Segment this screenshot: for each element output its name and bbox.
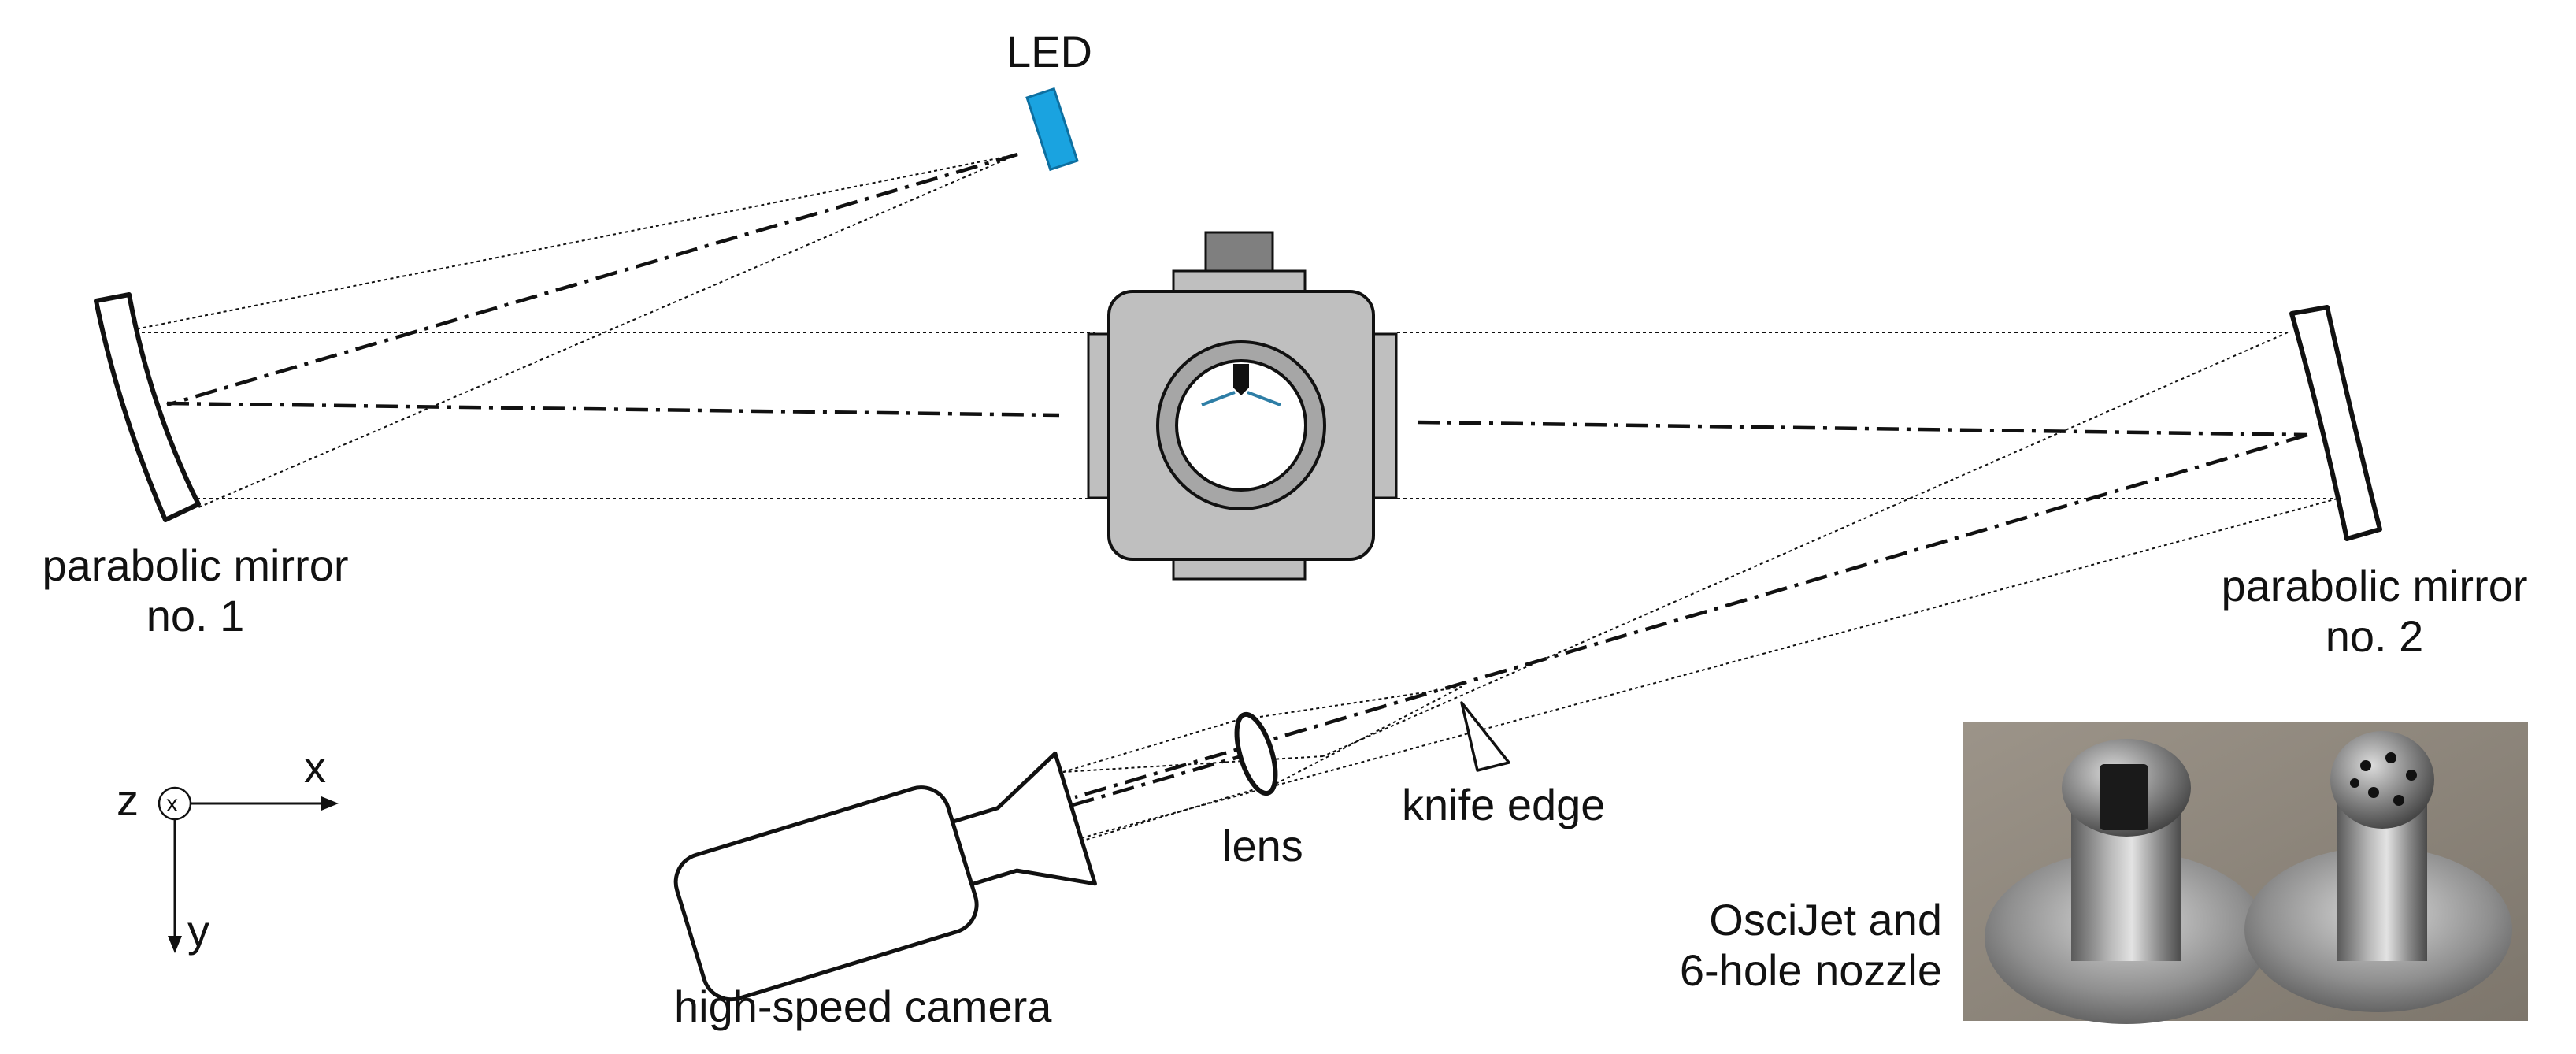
nozzle-photo xyxy=(1963,722,2528,1024)
camera-label: high-speed camera xyxy=(674,982,1052,1031)
nozzle-hole xyxy=(2350,778,2359,788)
axis-z-label: z xyxy=(117,775,139,825)
nozzle-tip xyxy=(1233,364,1249,395)
camera-body xyxy=(673,785,979,1002)
chamber-window xyxy=(1175,359,1307,492)
mirror-2-label: parabolic mirror no. 2 xyxy=(2189,561,2559,662)
knife-edge-triangle xyxy=(1460,701,1510,772)
mirror-1-label-line2: no. 1 xyxy=(146,591,245,641)
parabolic-mirror-2 xyxy=(2289,305,2382,541)
focus-ray-upper xyxy=(1322,332,2289,757)
test-chamber xyxy=(1087,231,1398,581)
light-paths xyxy=(135,152,2338,844)
camera-ray-upper xyxy=(1062,718,1244,773)
beam-axis-left xyxy=(166,401,1060,418)
oscijet-slot xyxy=(2100,764,2148,830)
coordinate-axes xyxy=(158,786,339,953)
focus-ray-center xyxy=(1074,432,2308,800)
mirror-2-shape xyxy=(2289,305,2382,541)
led-source xyxy=(1025,87,1079,172)
led-ray-center xyxy=(166,152,1018,407)
axis-x-arrow xyxy=(321,796,339,811)
led-body xyxy=(1025,87,1079,172)
nozzle-hole xyxy=(2406,770,2417,781)
camera-objective xyxy=(951,751,1097,887)
jet-left xyxy=(1201,391,1236,406)
axis-z-symbol: x xyxy=(166,791,178,817)
photo-caption: OsciJet and 6-hole nozzle xyxy=(1607,895,1942,996)
lens-label: lens xyxy=(1222,821,1303,870)
nozzle-hole xyxy=(2385,752,2396,763)
nozzle-hole xyxy=(2360,760,2371,771)
mirror-1-label: parabolic mirror no. 1 xyxy=(14,540,376,642)
lens-to-focus-upper xyxy=(1259,686,1462,718)
six-hole-head xyxy=(2330,731,2434,829)
photo-caption-line1: OsciJet and xyxy=(1709,895,1942,945)
axis-x-label: x xyxy=(304,742,326,792)
chamber-right-window xyxy=(1371,332,1398,499)
nozzle-hole xyxy=(2393,795,2404,806)
knife-edge-label: knife edge xyxy=(1402,780,1606,829)
mirror-1-label-line1: parabolic mirror xyxy=(42,540,349,590)
mirror-2-label-line2: no. 2 xyxy=(2325,611,2424,662)
beam-axis-right xyxy=(1417,420,2308,437)
axis-y-label: y xyxy=(187,906,209,956)
jet-right xyxy=(1247,391,1281,406)
led-ray-upper xyxy=(135,154,1018,330)
knife-edge xyxy=(1460,701,1510,772)
camera-ray-center xyxy=(1072,751,1253,807)
nozzle-hole xyxy=(2368,787,2379,798)
parabolic-mirror-1 xyxy=(94,292,201,522)
focus-ray-upper-ext xyxy=(1062,755,1324,773)
chamber-top-flange xyxy=(1204,231,1274,275)
led-ray-lower xyxy=(196,154,1018,509)
mirror-1-shape xyxy=(94,292,201,522)
camera-assembly xyxy=(673,686,1462,1002)
axis-y-arrow xyxy=(168,936,182,953)
photo-caption-line2: 6-hole nozzle xyxy=(1679,945,1942,996)
mirror-2-label-line1: parabolic mirror xyxy=(2221,561,2528,611)
lens-element xyxy=(1234,711,1278,796)
led-label: LED xyxy=(1006,27,1092,76)
